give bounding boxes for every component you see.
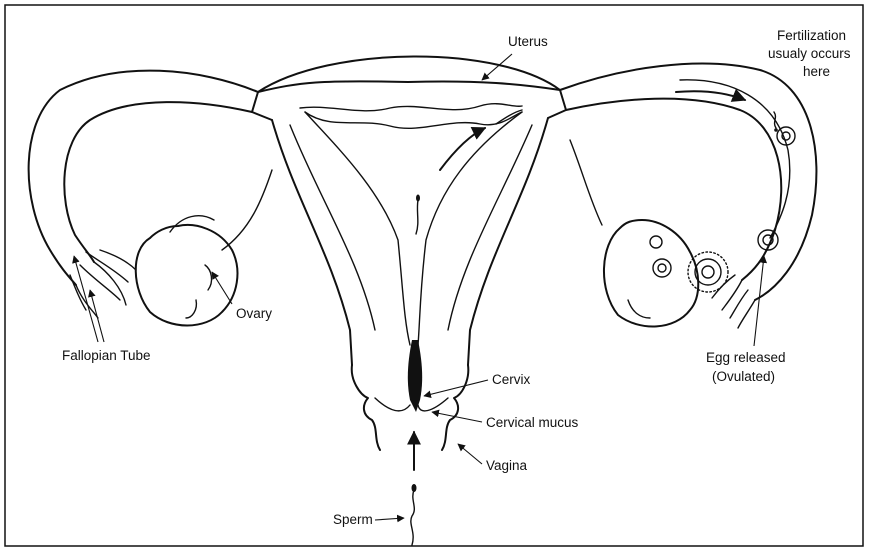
label-fallopian-tube: Fallopian Tube (62, 348, 151, 363)
label-fertilization-2: usualy occurs (768, 46, 851, 61)
label-egg-released-2: (Ovulated) (712, 369, 775, 384)
label-ovary: Ovary (236, 306, 272, 321)
label-vagina: Vagina (486, 458, 528, 473)
label-fertilization-1: Fertilization (777, 28, 846, 43)
label-cervical-mucus: Cervical mucus (486, 415, 579, 430)
label-sperm: Sperm (333, 512, 373, 527)
label-fertilization-3: here (803, 64, 830, 79)
label-uterus: Uterus (508, 34, 548, 49)
label-cervix: Cervix (492, 372, 531, 387)
label-egg-released-1: Egg released (706, 350, 786, 365)
